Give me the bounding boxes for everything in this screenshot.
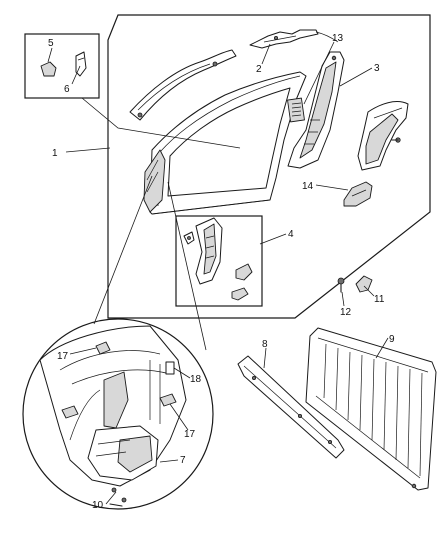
- callout-1: 1: [52, 148, 58, 159]
- callout-8: 8: [262, 339, 268, 350]
- callout-17a: 17: [57, 351, 69, 362]
- callout-6: 6: [64, 84, 70, 95]
- callout-10: 10: [92, 500, 104, 511]
- callout-14: 14: [302, 181, 314, 192]
- plate-part-13: [287, 97, 305, 123]
- rear-pillar-part: [357, 101, 409, 171]
- bolt-part-12: [337, 277, 345, 293]
- clip-inset-box: [24, 33, 100, 99]
- rear-rail-part-8: [237, 355, 345, 459]
- b-pillar-part-3: [287, 51, 345, 169]
- callout-12: 12: [340, 307, 352, 318]
- callout-labels: 1 2 3 4 5 6 7 8 9 10 11 12 13 14 17 17 1…: [48, 33, 395, 511]
- bracket-part-14: [343, 181, 373, 207]
- roof-rail-part: [129, 49, 237, 121]
- callout-18: 18: [190, 374, 202, 385]
- leader-lines: [47, 41, 389, 505]
- main-assembly-frame: [107, 14, 431, 319]
- inset-box-part-4: [175, 215, 263, 307]
- callout-7: 7: [180, 455, 186, 466]
- callout-11: 11: [374, 294, 385, 305]
- roof-bracket-part-2: [249, 29, 339, 49]
- inset-connector-line: [81, 97, 241, 149]
- callout-4: 4: [288, 229, 294, 240]
- body-side-aperture-part-1: [143, 71, 307, 215]
- callout-9: 9: [389, 334, 395, 345]
- panel-ribs: [323, 343, 423, 477]
- callout-2: 2: [256, 64, 262, 75]
- ribbed-panel-part-9: [305, 327, 437, 491]
- callout-13: 13: [332, 33, 344, 44]
- callout-3: 3: [374, 63, 380, 74]
- clip-part-11: [355, 275, 373, 293]
- callout-17b: 17: [184, 429, 196, 440]
- magnified-detail-circle: [22, 175, 214, 510]
- callout-5: 5: [48, 38, 54, 49]
